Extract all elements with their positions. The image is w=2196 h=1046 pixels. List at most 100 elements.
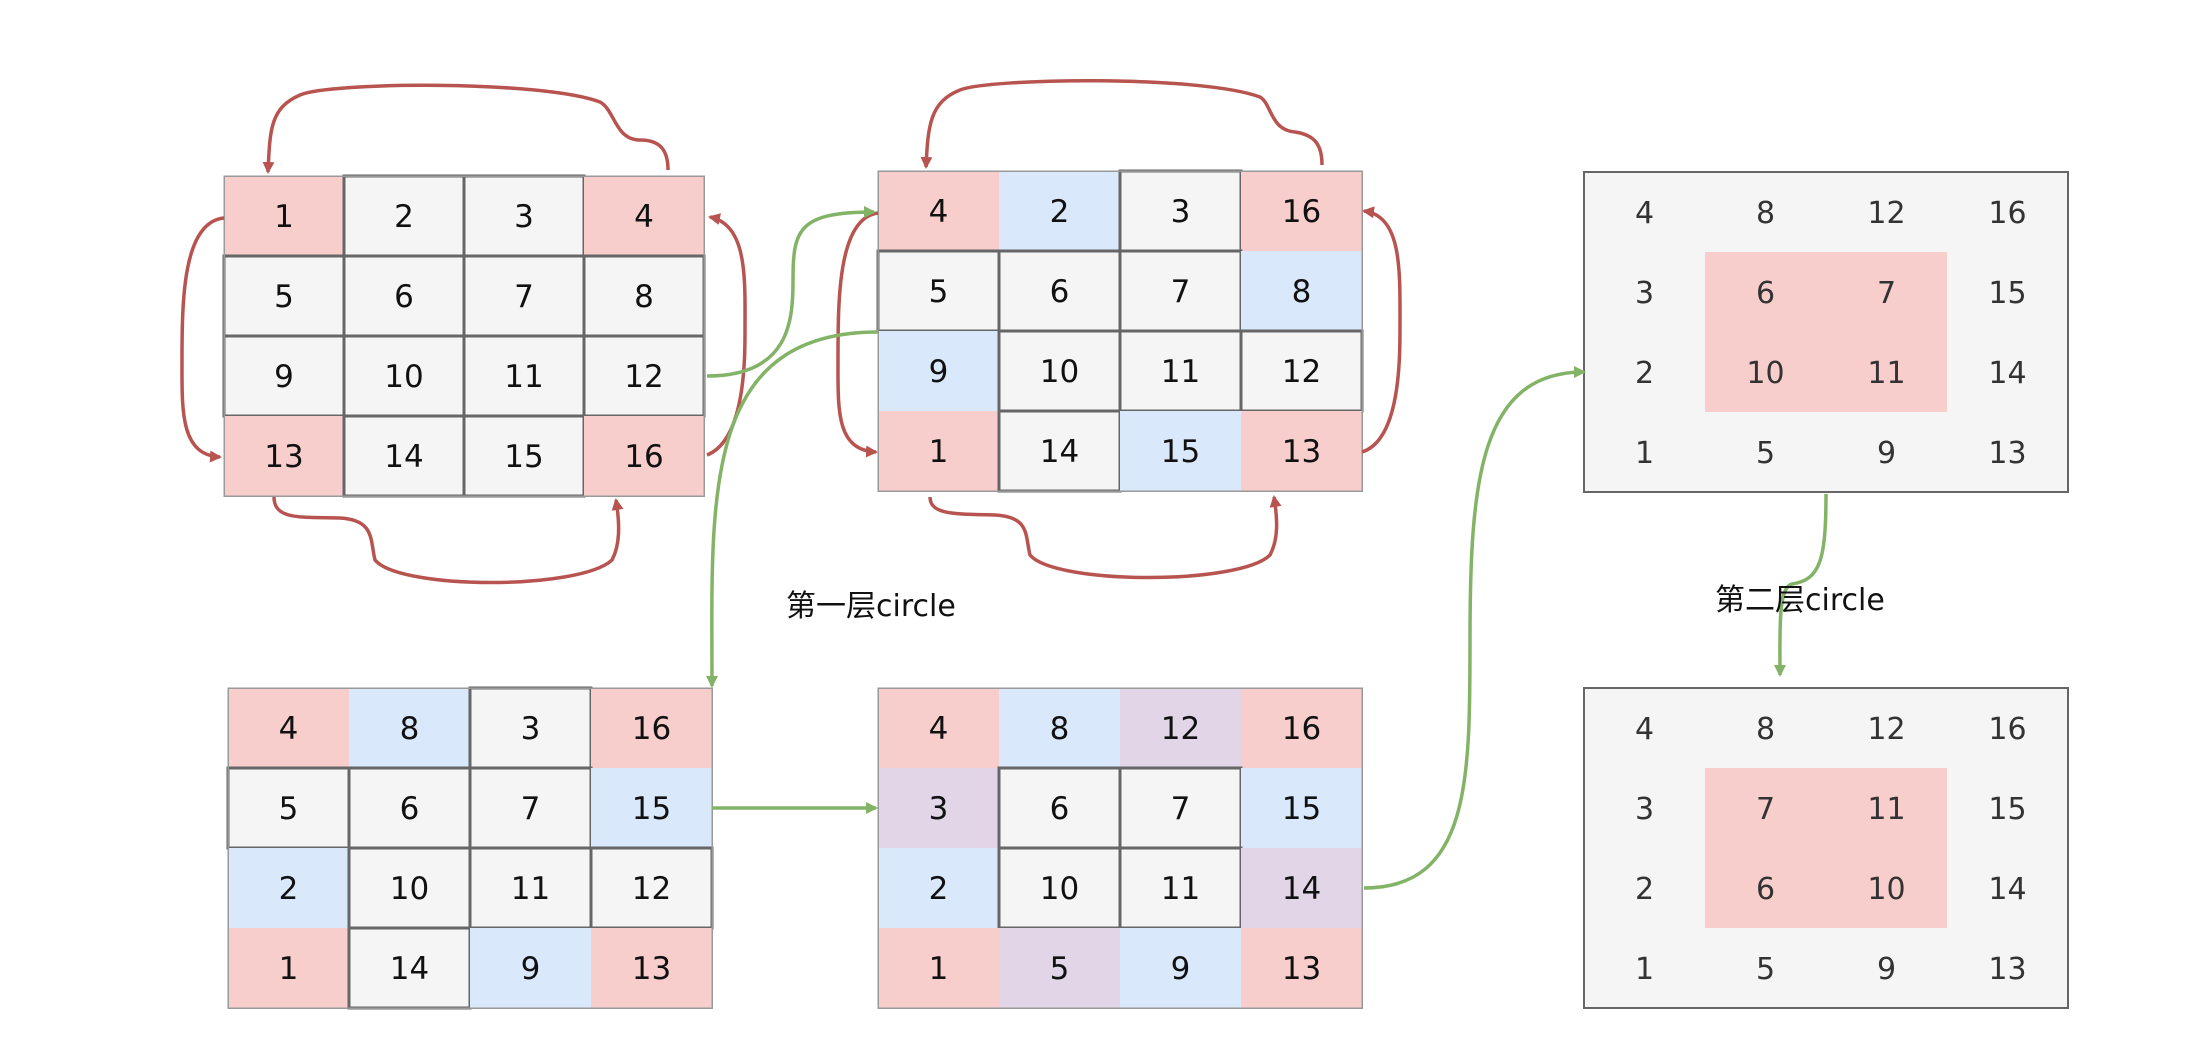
matrix-cell-value: 12 (632, 871, 671, 907)
matrix-cell-value: 8 (1292, 274, 1312, 310)
matrix-cell (1118, 766, 1243, 850)
matrix-cell-value: 10 (384, 359, 423, 395)
matrix-cell (1120, 928, 1241, 1008)
matrix-cell-value: 13 (1988, 436, 2026, 471)
matrix-cell-value: 6 (400, 791, 420, 827)
grid-outline (877, 687, 1363, 1009)
caption-layer-1: 第一层circle (786, 589, 956, 624)
matrix-cell-value: 2 (929, 871, 949, 907)
matrix-cell-value: 10 (1040, 871, 1079, 907)
matrix-cell (878, 928, 999, 1008)
matrix-cell (1241, 251, 1362, 331)
matrix-cell (878, 171, 999, 251)
matrix-cell-value: 6 (1756, 872, 1775, 907)
matrix-cell-value: 8 (1756, 196, 1775, 231)
matrix-cell-value: 3 (514, 199, 534, 235)
matrix-cell-value: 4 (1635, 196, 1654, 231)
matrix-cell (1239, 329, 1364, 413)
matrix-cell-value: 12 (1161, 711, 1200, 747)
matrix-cell-value: 16 (632, 711, 671, 747)
matrix-cell-value: 1 (279, 951, 299, 987)
matrix-cell-value: 2 (394, 199, 414, 235)
matrix-cell (997, 409, 1122, 493)
matrix-cell-value: 15 (1988, 276, 2026, 311)
matrix-cell-value: 1 (1635, 952, 1654, 987)
matrix-cell-value: 14 (1988, 872, 2026, 907)
matrix-cell (1826, 768, 1947, 848)
matrix-cell (1705, 768, 1826, 848)
matrix-cell (228, 928, 349, 1008)
matrix-cell (228, 848, 349, 928)
matrix-cell-value: 7 (521, 791, 541, 827)
matrix-cell-value: 14 (390, 951, 429, 987)
matrix-cell-value: 16 (624, 439, 663, 475)
matrix-cell (224, 416, 344, 496)
matrix-cell (584, 416, 704, 496)
matrix-cell-value: 8 (634, 279, 654, 315)
matrix-cell-value: 11 (511, 871, 550, 907)
matrix-cell (462, 254, 586, 338)
matrix-cell-value: 4 (1635, 712, 1654, 747)
matrix-cell (1241, 688, 1362, 768)
matrix-cell (468, 686, 593, 770)
matrix-cell-value: 13 (1282, 951, 1321, 987)
matrix-cell (999, 171, 1120, 251)
matrix-cell (1241, 848, 1362, 928)
matrix-cell-value: 15 (1161, 434, 1200, 470)
arrow-right-16-to-4 (706, 213, 747, 457)
matrix-cell-value: 13 (1988, 952, 2026, 987)
arrow-top-16-to-4 (920, 78, 1324, 169)
matrix-cell-value: 6 (1050, 274, 1070, 310)
arrow-left-4-to-1 (836, 211, 879, 458)
matrix-cell-value: 12 (1282, 354, 1321, 390)
matrix-cell-value: 8 (1756, 712, 1775, 747)
matrix-cell-value: 12 (624, 359, 663, 395)
matrix-cell-value: 6 (1050, 791, 1070, 827)
matrix-cell-value: 14 (1282, 871, 1321, 907)
matrix-cell-value: 7 (1756, 792, 1775, 827)
matrix-cell (997, 249, 1122, 333)
arrow-grid1-to-grid2 (706, 206, 876, 378)
matrix-cell (342, 334, 466, 418)
matrix-cell (878, 411, 999, 491)
matrix-cell (224, 176, 344, 256)
matrix-cell-value: 11 (504, 359, 543, 395)
matrix-cell-value: 6 (1756, 276, 1775, 311)
matrix-cell-value: 9 (521, 951, 541, 987)
matrix-cell-value: 5 (279, 791, 299, 827)
matrix-cell-value: 7 (1877, 276, 1896, 311)
matrix-cell-value: 9 (1877, 436, 1896, 471)
matrix-cell (591, 688, 712, 768)
matrix-cell (582, 254, 706, 338)
matrix-cell-value: 1 (929, 951, 949, 987)
matrix-cell (1705, 848, 1826, 928)
matrix-cell (1241, 171, 1362, 251)
matrix-cell-value: 2 (1635, 356, 1654, 391)
matrix-cell-value: 11 (1161, 871, 1200, 907)
matrix-cell-value: 3 (1635, 276, 1654, 311)
caption-layer-2: 第二层circle (1715, 583, 1885, 618)
matrix-cell-value: 10 (1746, 356, 1784, 391)
matrix-cell (1241, 411, 1362, 491)
matrix-cell-value: 5 (1050, 951, 1070, 987)
matrix-cell (1118, 249, 1243, 333)
matrix-cell-value: 8 (1050, 711, 1070, 747)
matrix-cell (878, 848, 999, 928)
matrix-cell-value: 7 (1171, 791, 1191, 827)
matrix-cell-value: 14 (1988, 356, 2026, 391)
matrix-cell-value: 4 (929, 194, 949, 230)
matrix-cell-value: 15 (1282, 791, 1321, 827)
matrix-cell-value: 5 (929, 274, 949, 310)
matrix-cell (342, 414, 466, 498)
matrix-cell-value: 12 (1867, 712, 1905, 747)
matrix-cell (349, 688, 470, 768)
arrow-grid2-to-grid3 (705, 330, 879, 688)
matrix-cell-value: 4 (929, 711, 949, 747)
matrix-cell-value: 2 (279, 871, 299, 907)
matrix-cell-value: 14 (1040, 434, 1079, 470)
